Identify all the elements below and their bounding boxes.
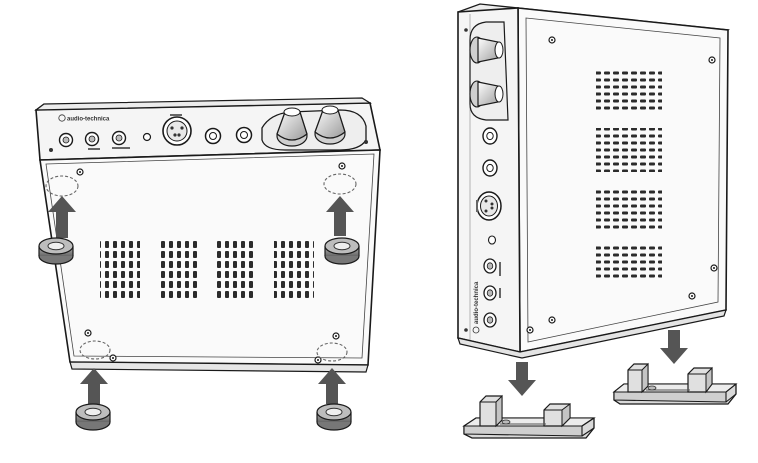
vertical-stand [612, 362, 738, 405]
rubber-foot [75, 403, 111, 431]
brand-logo-left: audio-technica [58, 114, 110, 123]
rubber-foot [324, 237, 360, 265]
bottom-plate-screws-left [76, 162, 346, 364]
vertical-stand [462, 394, 596, 439]
vent-grilles-right [596, 68, 662, 280]
rubber-foot [38, 237, 74, 265]
front-panel-controls-left [58, 105, 367, 151]
volume-knob-left-1 [276, 107, 308, 147]
volume-knob-right-1 [469, 36, 504, 64]
arrow-down-icon [508, 330, 688, 396]
device-bottom-view [34, 97, 381, 373]
front-panel-screws [49, 140, 368, 152]
front-panel-controls-right [464, 21, 509, 332]
volume-knob-left-2 [314, 105, 346, 145]
svg-text:audio-technica: audio-technica [474, 281, 480, 324]
svg-text:audio-technica: audio-technica [67, 117, 110, 123]
vent-grilles-left [100, 240, 314, 300]
arrow-up-icon [48, 196, 354, 404]
side-panel-screws [526, 36, 718, 334]
rubber-foot [316, 403, 352, 431]
brand-logo-right: audio-technica [472, 281, 480, 334]
rubber-feet [38, 237, 360, 431]
volume-knob-right-2 [469, 80, 504, 108]
